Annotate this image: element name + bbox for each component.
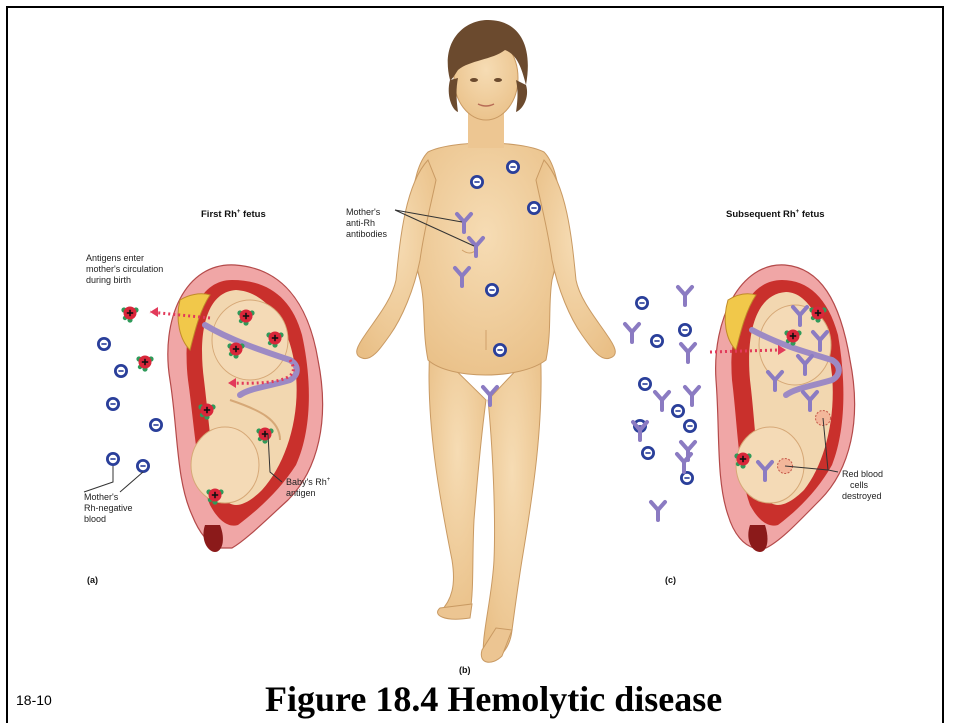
mother-figure <box>357 20 616 662</box>
mothers-antibodies-label: Mother's anti-Rh antibodies <box>346 207 387 240</box>
babys-antigen-label: Baby's Rh+ antigen <box>286 475 330 499</box>
panel-a-label: (a) <box>87 575 98 585</box>
mother-blood-cells-left <box>97 307 163 474</box>
subsequent-fetus-heading: Subsequent Rh+ fetus <box>726 209 825 220</box>
subsequent-pregnancy-uterus <box>716 265 855 552</box>
antigens-enter-label: Antigens enter mother's circulation duri… <box>86 253 163 286</box>
slide-number: 18-10 <box>16 692 52 708</box>
rbc-destroyed-label: Red blood cells destroyed <box>842 469 883 502</box>
mother-blood-cells-right <box>625 287 699 520</box>
mothers-blood-label: Mother's Rh-negative blood <box>84 492 133 525</box>
figure-caption: Figure 18.4 Hemolytic disease <box>265 678 722 720</box>
first-fetus-heading: First Rh+ fetus <box>201 209 266 220</box>
first-pregnancy-uterus <box>168 265 323 552</box>
panel-c-label: (c) <box>665 575 676 585</box>
panel-b-label: (b) <box>459 665 471 675</box>
